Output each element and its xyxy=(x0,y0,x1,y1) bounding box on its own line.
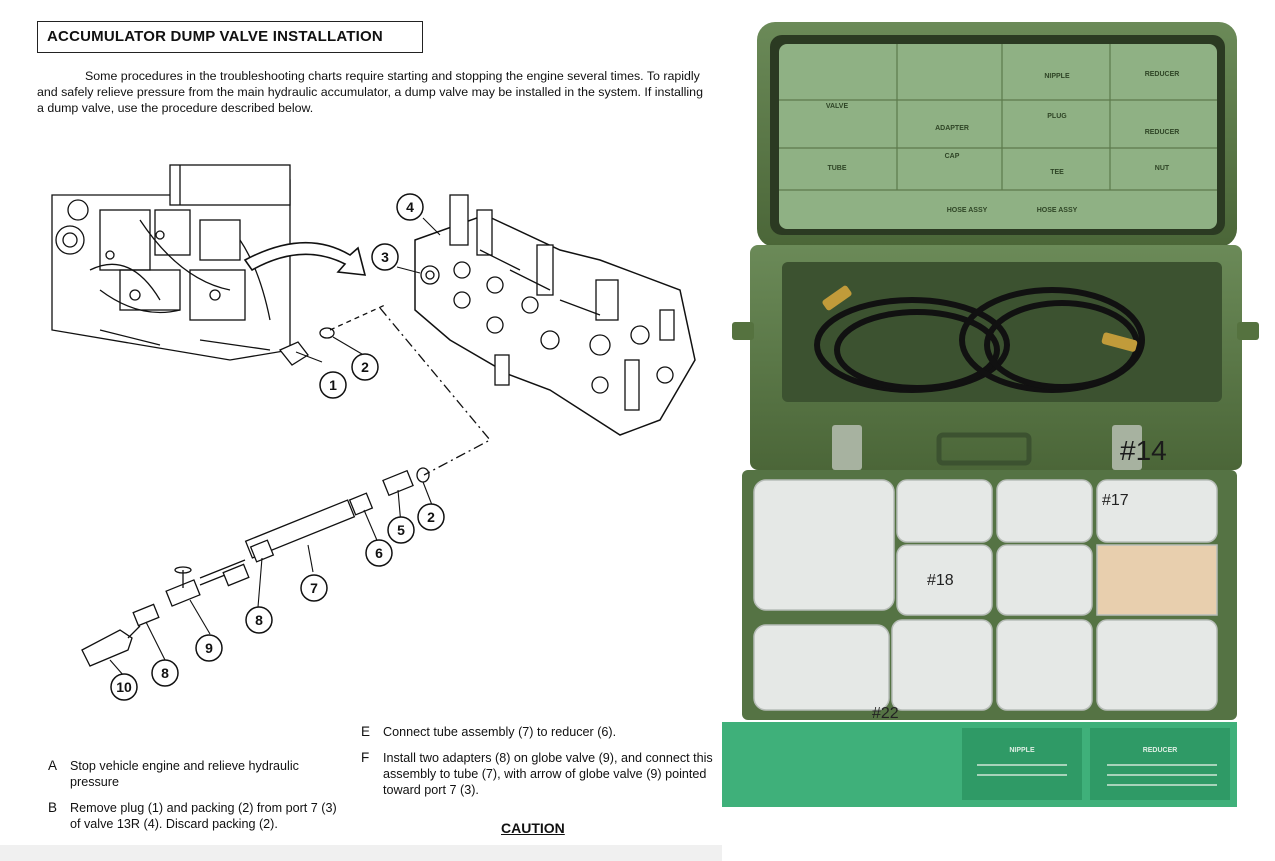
caution-heading: CAUTION xyxy=(501,820,565,836)
tube-assembly xyxy=(81,467,430,667)
callout-2b: 2 xyxy=(417,503,445,531)
step-letter: A xyxy=(48,758,58,773)
callout-10: 10 xyxy=(110,673,138,701)
step-text: Connect tube assembly (7) to reducer (6)… xyxy=(383,725,617,739)
callout-4: 4 xyxy=(396,193,424,221)
svg-text:NIPPLE: NIPPLE xyxy=(1009,747,1035,754)
exploded-diagram: 1 2 3 4 2 5 6 7 8 9 8 10 xyxy=(51,164,696,701)
page-title: ACCUMULATOR DUMP VALVE INSTALLATION xyxy=(37,21,423,53)
step-letter: E xyxy=(361,724,371,739)
callout-3: 3 xyxy=(371,243,399,271)
step-text: Install two adapters (8) on globe valve … xyxy=(383,751,713,797)
svg-text:2: 2 xyxy=(361,359,369,375)
svg-text:1: 1 xyxy=(329,377,337,393)
callout-7: 7 xyxy=(300,574,328,602)
steps-right-column: E Connect tube assembly (7) to reducer (… xyxy=(361,724,716,808)
svg-text:3: 3 xyxy=(381,249,389,265)
svg-text:TUBE: TUBE xyxy=(827,165,846,172)
callout-6: 6 xyxy=(365,539,393,567)
svg-text:REDUCER: REDUCER xyxy=(1143,747,1178,754)
svg-text:REDUCER: REDUCER xyxy=(1145,71,1180,78)
plug-and-packing xyxy=(278,304,386,366)
step-letter: F xyxy=(361,750,370,765)
svg-text:HOSE ASSY: HOSE ASSY xyxy=(947,207,988,214)
case-lid: NIPPLE REDUCER ADAPTER PLUG REDUCER TUBE… xyxy=(757,22,1237,247)
svg-text:#17: #17 xyxy=(1102,492,1129,509)
case-body: #14 xyxy=(732,245,1259,470)
svg-text:6: 6 xyxy=(375,545,383,561)
svg-text:#14: #14 xyxy=(1120,435,1167,466)
svg-text:VALVE: VALVE xyxy=(826,103,849,110)
step-f: F Install two adapters (8) on globe valv… xyxy=(361,750,716,798)
tray-label-strip: NIPPLE REDUCER xyxy=(722,722,1237,807)
svg-text:REDUCER: REDUCER xyxy=(1145,129,1180,136)
callout-2: 2 xyxy=(351,353,379,381)
valve-bank xyxy=(414,194,696,436)
svg-text:CAP: CAP xyxy=(945,153,960,160)
step-letter: B xyxy=(48,800,58,815)
manual-page: ACCUMULATOR DUMP VALVE INSTALLATION Some… xyxy=(0,21,740,861)
kit-case-photo: NIPPLE REDUCER ADAPTER PLUG REDUCER TUBE… xyxy=(722,0,1275,861)
step-a: A Stop vehicle engine and relieve hydrau… xyxy=(48,758,348,790)
svg-text:9: 9 xyxy=(205,640,213,656)
parts-tray: #18 #17 #22 xyxy=(742,470,1237,722)
steps-left-column: A Stop vehicle engine and relieve hydrau… xyxy=(48,758,348,842)
pointer-arrow xyxy=(243,241,367,276)
svg-text:#22: #22 xyxy=(872,705,899,722)
intro-paragraph: Some procedures in the troubleshooting c… xyxy=(37,69,703,115)
footer-strip xyxy=(0,845,740,861)
svg-text:4: 4 xyxy=(406,199,414,215)
svg-text:5: 5 xyxy=(397,522,405,538)
svg-text:7: 7 xyxy=(310,580,318,596)
svg-text:PLUG: PLUG xyxy=(1047,113,1067,120)
step-text: Stop vehicle engine and relieve hydrauli… xyxy=(70,759,299,789)
svg-text:ADAPTER: ADAPTER xyxy=(935,125,969,132)
svg-text:8: 8 xyxy=(161,665,169,681)
callout-1: 1 xyxy=(319,371,347,399)
svg-text:TEE: TEE xyxy=(1050,169,1064,176)
svg-text:HOSE ASSY: HOSE ASSY xyxy=(1037,207,1078,214)
callout-8: 8 xyxy=(245,606,273,634)
callout-5: 5 xyxy=(387,516,415,544)
engine-compartment-thumbnail xyxy=(51,164,291,361)
svg-text:NUT: NUT xyxy=(1155,165,1170,172)
callout-8b: 8 xyxy=(151,659,179,687)
svg-text:10: 10 xyxy=(116,679,132,695)
svg-text:#18: #18 xyxy=(927,572,954,589)
step-e: E Connect tube assembly (7) to reducer (… xyxy=(361,724,716,740)
step-b: B Remove plug (1) and packing (2) from p… xyxy=(48,800,348,832)
step-text: Remove plug (1) and packing (2) from por… xyxy=(70,801,337,831)
svg-text:NIPPLE: NIPPLE xyxy=(1044,73,1070,80)
svg-text:8: 8 xyxy=(255,612,263,628)
callout-9: 9 xyxy=(195,634,223,662)
svg-text:2: 2 xyxy=(427,509,435,525)
